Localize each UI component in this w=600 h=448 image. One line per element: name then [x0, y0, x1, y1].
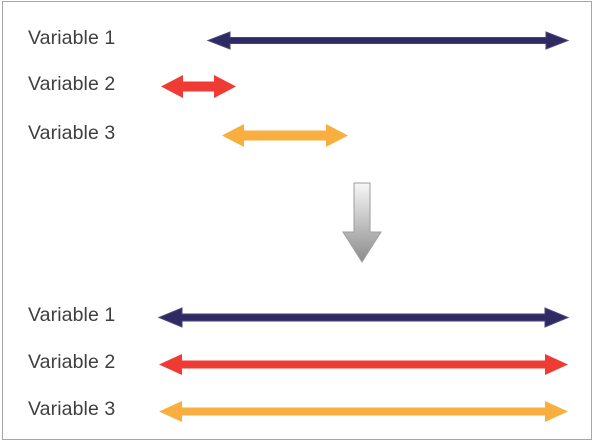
bottom-arrow-1	[157, 306, 570, 328]
top-arrow-3	[222, 123, 348, 147]
arrow-shape	[222, 123, 348, 147]
bottom-label-variable-2: Variable 2	[28, 351, 116, 374]
top-label-variable-3: Variable 3	[28, 122, 116, 145]
bottom-label-variable-1: Variable 1	[28, 304, 116, 327]
down-arrow-shape	[342, 182, 382, 263]
arrow-shape	[206, 30, 570, 50]
arrow-shape	[161, 74, 236, 98]
transition-down-arrow-icon	[342, 182, 382, 263]
top-arrow-2	[161, 74, 236, 98]
arrow-shape	[159, 400, 568, 422]
arrow-shape	[159, 353, 568, 375]
bottom-arrow-2	[159, 353, 568, 375]
arrow-shape	[157, 306, 570, 328]
top-arrow-1	[206, 30, 570, 50]
bottom-arrow-3	[159, 400, 568, 422]
bottom-label-variable-3: Variable 3	[28, 398, 116, 421]
top-label-variable-1: Variable 1	[28, 27, 116, 50]
top-label-variable-2: Variable 2	[28, 73, 116, 96]
